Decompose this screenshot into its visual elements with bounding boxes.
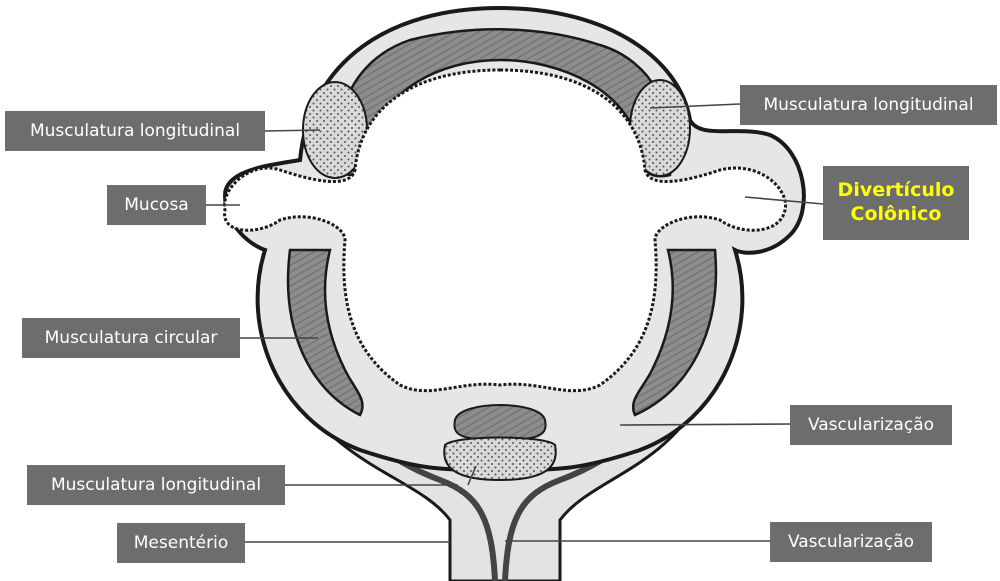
label-diverticulo-line1: Divertículo bbox=[837, 179, 955, 202]
label-mucosa: Mucosa bbox=[107, 185, 206, 225]
label-diverticulo-colonico: Divertículo Colônico bbox=[823, 166, 969, 240]
circular-muscle-left bbox=[286, 248, 364, 417]
label-vascularizacao-upper: Vascularização bbox=[790, 405, 952, 445]
longitudinal-muscle-bottom-dots bbox=[443, 436, 557, 482]
label-musculatura-longitudinal-left: Musculatura longitudinal bbox=[5, 111, 265, 151]
label-mesenterio: Mesentério bbox=[117, 523, 245, 563]
label-diverticulo-line2: Colônico bbox=[850, 203, 942, 225]
leader-lines bbox=[206, 103, 824, 543]
label-musculatura-longitudinal-right: Musculatura longitudinal bbox=[740, 85, 997, 125]
colon-lumen bbox=[223, 68, 788, 393]
label-musculatura-longitudinal-bottom: Musculatura longitudinal bbox=[27, 465, 285, 505]
label-vascularizacao-lower: Vascularização bbox=[770, 522, 932, 562]
longitudinal-muscle-bottom-fibers bbox=[453, 404, 547, 442]
circular-muscle-right bbox=[632, 248, 718, 417]
label-musculatura-circular: Musculatura circular bbox=[22, 318, 240, 358]
